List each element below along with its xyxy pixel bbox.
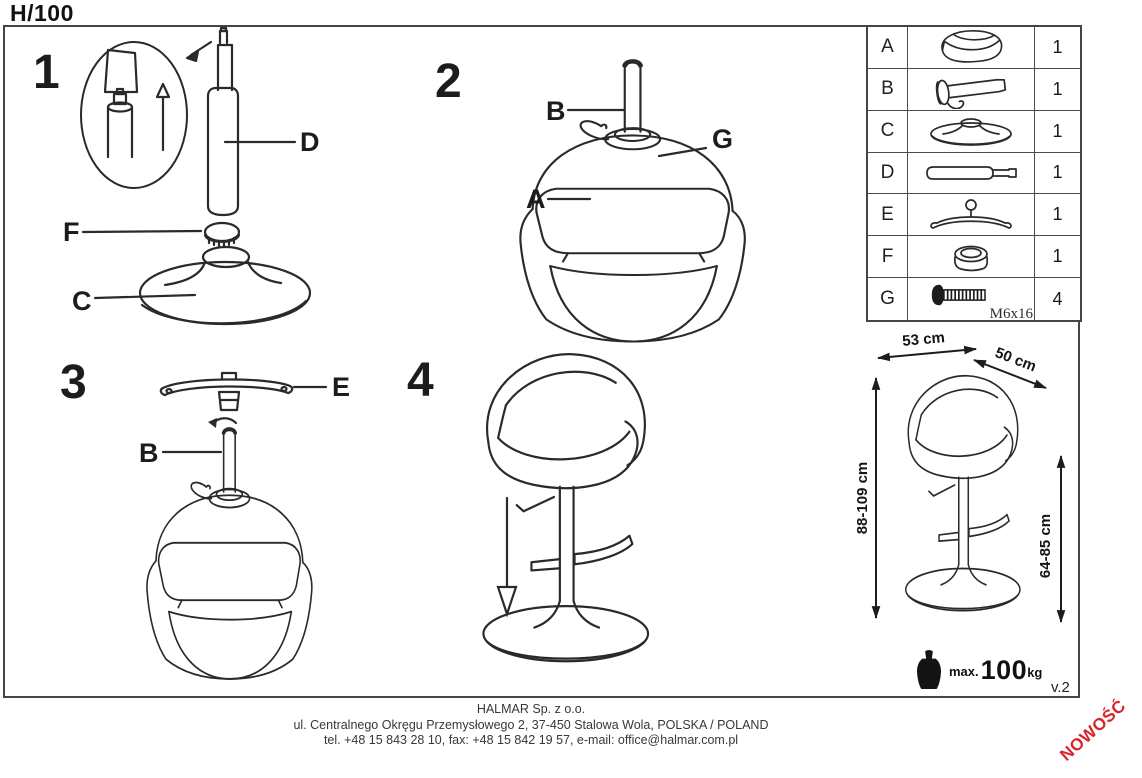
dimensions-figure: 53 cm 50 cm 88-109 cm 64-85 cm — [854, 329, 1066, 624]
callout-c: C — [72, 286, 92, 316]
table-row: B 1 — [868, 68, 1080, 111]
cylinder-icon — [926, 166, 1017, 180]
new-badge: NOWOŚĆ — [1056, 696, 1130, 765]
table-row: D 1 — [868, 152, 1080, 195]
gas-lift-tube-icon — [935, 79, 1007, 110]
step-3-number: 3 — [60, 356, 87, 409]
table-row: F 1 — [868, 236, 1080, 279]
weight-max-label: max. — [949, 663, 979, 679]
weight-value: 100 — [980, 654, 1028, 685]
page-title: H/100 — [10, 0, 74, 26]
gas-lift-drawing — [206, 26, 240, 217]
footer-address: ul. Centralnego Okręgu Przemysłowego 2, … — [293, 717, 769, 732]
step-1-figure: 1 D F — [33, 26, 320, 326]
weight-unit: kg — [1027, 664, 1043, 680]
table-row: E 1 — [868, 194, 1080, 237]
part-qty: 1 — [1052, 78, 1063, 99]
step-1-number: 1 — [33, 46, 60, 99]
leader-line-g — [657, 146, 708, 158]
part-letter: F — [868, 236, 908, 278]
down-arrow-icon — [496, 496, 518, 618]
depth-dim-arrow — [972, 359, 1048, 389]
part-letter: G — [868, 278, 908, 320]
seat-height-dim-label: 64-85 cm — [1037, 514, 1054, 578]
callout-g: G — [712, 124, 733, 154]
part-letter: E — [868, 194, 908, 236]
base-drawing — [138, 245, 312, 326]
parts-table: A 1 B — [866, 25, 1082, 322]
width-dim-arrow — [876, 345, 978, 362]
callout-b: B — [139, 438, 159, 468]
part-qty: 1 — [1052, 246, 1063, 267]
weight-icon — [917, 650, 941, 690]
part-letter: C — [868, 110, 908, 152]
step-3-figure: 3 B E — [60, 356, 350, 683]
footer: HALMAR Sp. z o.o. ul. Centralnego Okręgu… — [0, 702, 1062, 749]
sheet-frame — [3, 25, 1080, 698]
leader-line-c — [93, 293, 197, 300]
part-qty: 1 — [1052, 36, 1063, 57]
footer-contact: tel. +48 15 843 28 10, fax: +48 15 842 1… — [323, 733, 739, 747]
screw-size-note: M6x16 — [989, 306, 1033, 322]
round-base-icon — [930, 118, 1012, 146]
detail-balloon — [80, 40, 213, 189]
weight-limit-badge: max. 100 kg — [916, 650, 1042, 690]
part-qty: 4 — [1052, 288, 1063, 309]
part-qty: 1 — [1052, 204, 1063, 225]
ring-cap-icon — [953, 245, 989, 272]
callout-b: B — [546, 96, 566, 126]
callout-d: D — [300, 127, 320, 157]
footrest-icon — [930, 198, 1012, 229]
width-dim-label: 53 cm — [902, 329, 946, 350]
seat-icon — [941, 30, 1003, 64]
part-letter: D — [868, 152, 908, 194]
step-4-number: 4 — [407, 354, 434, 407]
table-row: C 1 — [868, 110, 1080, 153]
leader-line-f — [81, 229, 203, 234]
footer-company: HALMAR Sp. z o.o. — [476, 702, 586, 716]
ring-cap-drawing — [203, 221, 241, 248]
step-2-figure: 2 B G A — [435, 55, 785, 348]
part-letter: B — [868, 68, 908, 110]
callout-e: E — [332, 372, 350, 402]
step-2-number: 2 — [435, 55, 462, 108]
table-row: A 1 — [868, 27, 1080, 69]
part-qty: 1 — [1052, 162, 1063, 183]
footrest-drawing — [159, 371, 294, 412]
table-row: G M6x16 4 — [868, 278, 1080, 322]
part-letter: A — [868, 27, 908, 68]
callout-f: F — [63, 217, 80, 247]
total-height-dim-label: 88-109 cm — [854, 462, 871, 535]
part-qty: 1 — [1052, 120, 1063, 141]
callout-a: A — [526, 184, 546, 214]
rotate-arrow-icon — [208, 417, 238, 428]
version-label: v.2 — [1051, 679, 1070, 696]
step-4-figure: 4 — [407, 352, 650, 663]
screw-icon — [931, 284, 986, 306]
